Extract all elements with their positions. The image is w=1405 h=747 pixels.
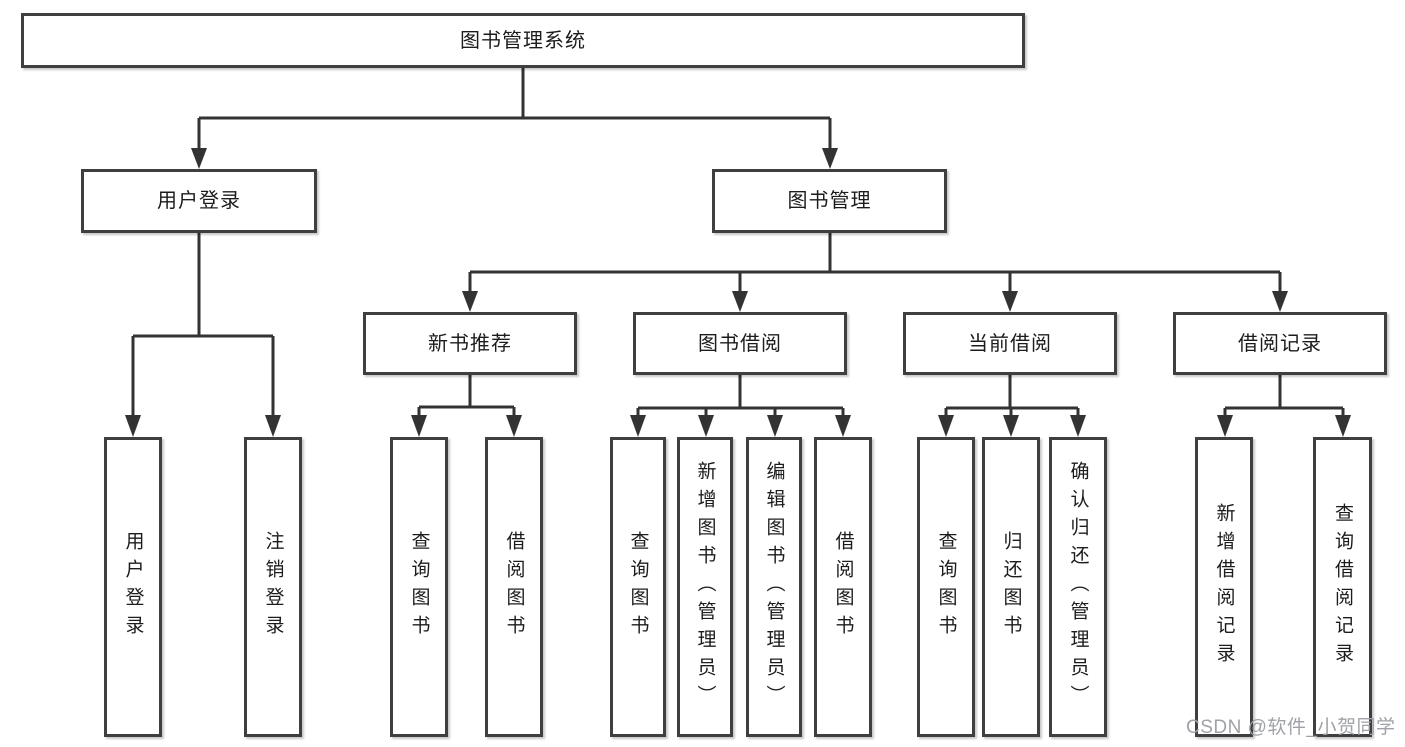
- node-label: 图书管理: [787, 190, 872, 212]
- node-label: 借阅图书: [503, 531, 525, 643]
- node-label: 确认归还（管理员）: [1067, 461, 1089, 713]
- node-label: 借阅图书: [832, 531, 854, 643]
- node-label: 图书借阅: [698, 332, 782, 355]
- node-label: 查询图书: [627, 531, 649, 643]
- node-book-borrowing: 图书借阅: [633, 312, 847, 375]
- node-label: 查询图书: [408, 531, 430, 643]
- node-label: 查询图书: [935, 531, 957, 643]
- node-borrowing-records: 借阅记录: [1173, 312, 1387, 375]
- node-label: 注销登录: [262, 531, 284, 643]
- leaf-return-books: 归还图书: [982, 437, 1040, 737]
- node-library-management-system: 图书管理系统: [21, 13, 1025, 68]
- leaf-confirm-return-admin: 确认归还（管理员）: [1049, 437, 1107, 737]
- node-label: 用户登录: [157, 190, 241, 212]
- node-label: 图书管理系统: [460, 29, 586, 52]
- leaf-borrow-books: 借阅图书: [485, 437, 543, 737]
- leaf-logout: 注销登录: [244, 437, 302, 737]
- leaf-query-books: 查询图书: [610, 437, 666, 737]
- node-user-login: 用户登录: [81, 169, 317, 233]
- node-label: 借阅记录: [1238, 332, 1322, 355]
- leaf-query-borrow-record: 查询借阅记录: [1313, 437, 1372, 737]
- node-label: 新增借阅记录: [1213, 503, 1235, 671]
- arrow-down-icon: [125, 148, 1351, 437]
- leaf-query-books: 查询图书: [390, 437, 448, 737]
- node-new-book-recommendation: 新书推荐: [363, 312, 577, 375]
- leaf-edit-books-admin: 编辑图书（管理员）: [746, 437, 802, 737]
- node-current-borrowing: 当前借阅: [903, 312, 1117, 375]
- leaf-user-login: 用户登录: [104, 437, 162, 737]
- node-label: 归还图书: [1000, 531, 1022, 643]
- node-label: 用户登录: [122, 531, 144, 643]
- node-label: 编辑图书（管理员）: [763, 461, 785, 713]
- node-label: 新书推荐: [428, 332, 512, 355]
- node-label: 当前借阅: [968, 332, 1052, 355]
- leaf-add-borrow-record: 新增借阅记录: [1195, 437, 1253, 737]
- leaf-add-books-admin: 新增图书（管理员）: [677, 437, 733, 737]
- node-label: 新增图书（管理员）: [694, 461, 716, 713]
- csdn-watermark: CSDN @软件_小贺同学: [1186, 717, 1396, 738]
- node-book-management: 图书管理: [712, 169, 947, 233]
- leaf-query-books: 查询图书: [917, 437, 975, 737]
- leaf-borrow-books: 借阅图书: [814, 437, 872, 737]
- node-label: 查询借阅记录: [1332, 503, 1353, 671]
